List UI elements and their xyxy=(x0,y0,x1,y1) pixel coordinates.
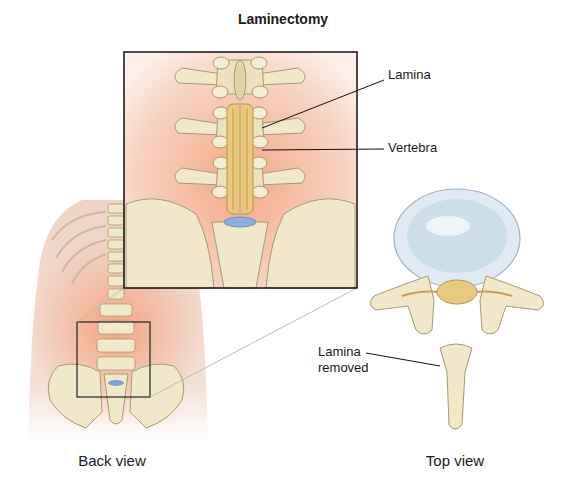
inset-frame xyxy=(124,52,357,288)
exposed-cord xyxy=(247,108,248,210)
zoom-box xyxy=(77,322,150,397)
zoom-lines xyxy=(77,288,357,397)
part-label: Vertebra xyxy=(388,140,437,156)
exposed-cord xyxy=(233,108,234,210)
disc xyxy=(224,217,256,227)
inset xyxy=(124,52,357,288)
leader-lines xyxy=(262,80,384,128)
leader-lines xyxy=(262,149,384,150)
spine xyxy=(97,339,135,352)
vertebra xyxy=(175,57,305,100)
inset-pelvis xyxy=(126,199,214,288)
pelvis xyxy=(130,364,184,428)
vertebral-arch xyxy=(480,276,544,334)
exposed-cord xyxy=(233,106,247,212)
disc-highlight xyxy=(426,216,470,236)
spine xyxy=(108,216,124,225)
spine xyxy=(97,357,135,370)
spine xyxy=(108,228,124,237)
vertebral-arch xyxy=(370,276,434,334)
pelvis xyxy=(48,364,102,428)
zoom-lines xyxy=(77,288,124,322)
disc xyxy=(394,189,520,287)
spine xyxy=(108,240,124,249)
view-caption: Top view xyxy=(426,452,484,470)
ribs xyxy=(72,254,106,284)
vertebral-arch xyxy=(370,276,543,334)
nerve-roots xyxy=(474,292,512,297)
removed-lamina xyxy=(440,344,472,429)
pelvis xyxy=(48,364,184,428)
leader-lines xyxy=(366,353,440,366)
spine xyxy=(98,321,134,334)
spine xyxy=(108,204,124,213)
pelvis xyxy=(104,374,128,424)
spinal-cord xyxy=(437,280,477,304)
nerve-roots xyxy=(402,292,440,297)
zoom-lines xyxy=(150,288,357,397)
spine xyxy=(108,252,124,261)
exposed-cord xyxy=(227,104,253,214)
inset-pelvis xyxy=(266,199,355,288)
top-view-vertebra xyxy=(370,189,543,429)
spine xyxy=(108,264,124,273)
spine xyxy=(108,276,124,286)
inset-pelvis xyxy=(212,222,268,288)
spine xyxy=(100,304,132,316)
title: Laminectomy xyxy=(238,11,328,28)
ribs xyxy=(52,212,106,240)
disc xyxy=(108,380,124,386)
exposed-cord xyxy=(227,104,253,214)
view-caption: Back view xyxy=(78,452,146,470)
part-label: Lamina xyxy=(388,67,431,83)
part-label: Lamina removed xyxy=(318,344,380,375)
inset-ground xyxy=(124,52,357,288)
disc-core xyxy=(407,199,507,273)
exposed-cord xyxy=(240,106,241,212)
